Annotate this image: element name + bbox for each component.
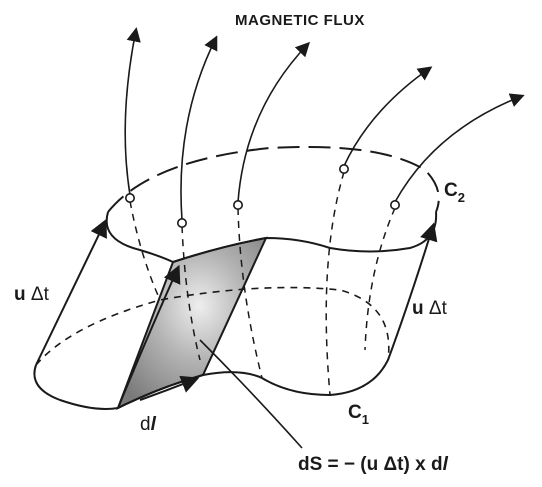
side-wall-right [387, 222, 438, 361]
contour-c2-back [107, 145, 440, 213]
flux-lines-visible [124, 27, 525, 221]
c1-label: C1 [348, 402, 369, 427]
title-label: MAGNETIC FLUX [235, 12, 365, 29]
flux-lines-hidden [129, 171, 396, 396]
contour-c2-front [105, 211, 438, 264]
u-dt-left-label: u Δt [14, 284, 50, 305]
c2-label: C2 [444, 180, 465, 205]
dl-arrow [139, 375, 200, 401]
contour-c1-back [35, 286, 390, 366]
ds-formula-label: dS = − (u Δt) x dl [298, 454, 449, 475]
dl-label: dl [140, 414, 157, 435]
strip-velocity-arrow [117, 264, 181, 409]
contour-c1-front [33, 359, 389, 410]
side-wall-left [35, 218, 107, 366]
u-dt-right-label: u Δt [412, 298, 448, 319]
ds-pointer-line [199, 339, 303, 449]
flux-pierce-points [125, 164, 400, 229]
